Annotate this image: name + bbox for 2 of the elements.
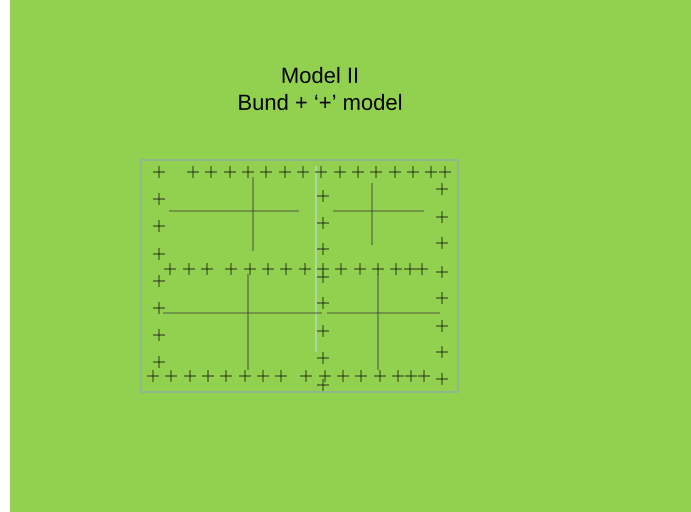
subtitle: Bund + ‘+’ model bbox=[239, 94, 402, 110]
title: Model II bbox=[282, 66, 358, 84]
